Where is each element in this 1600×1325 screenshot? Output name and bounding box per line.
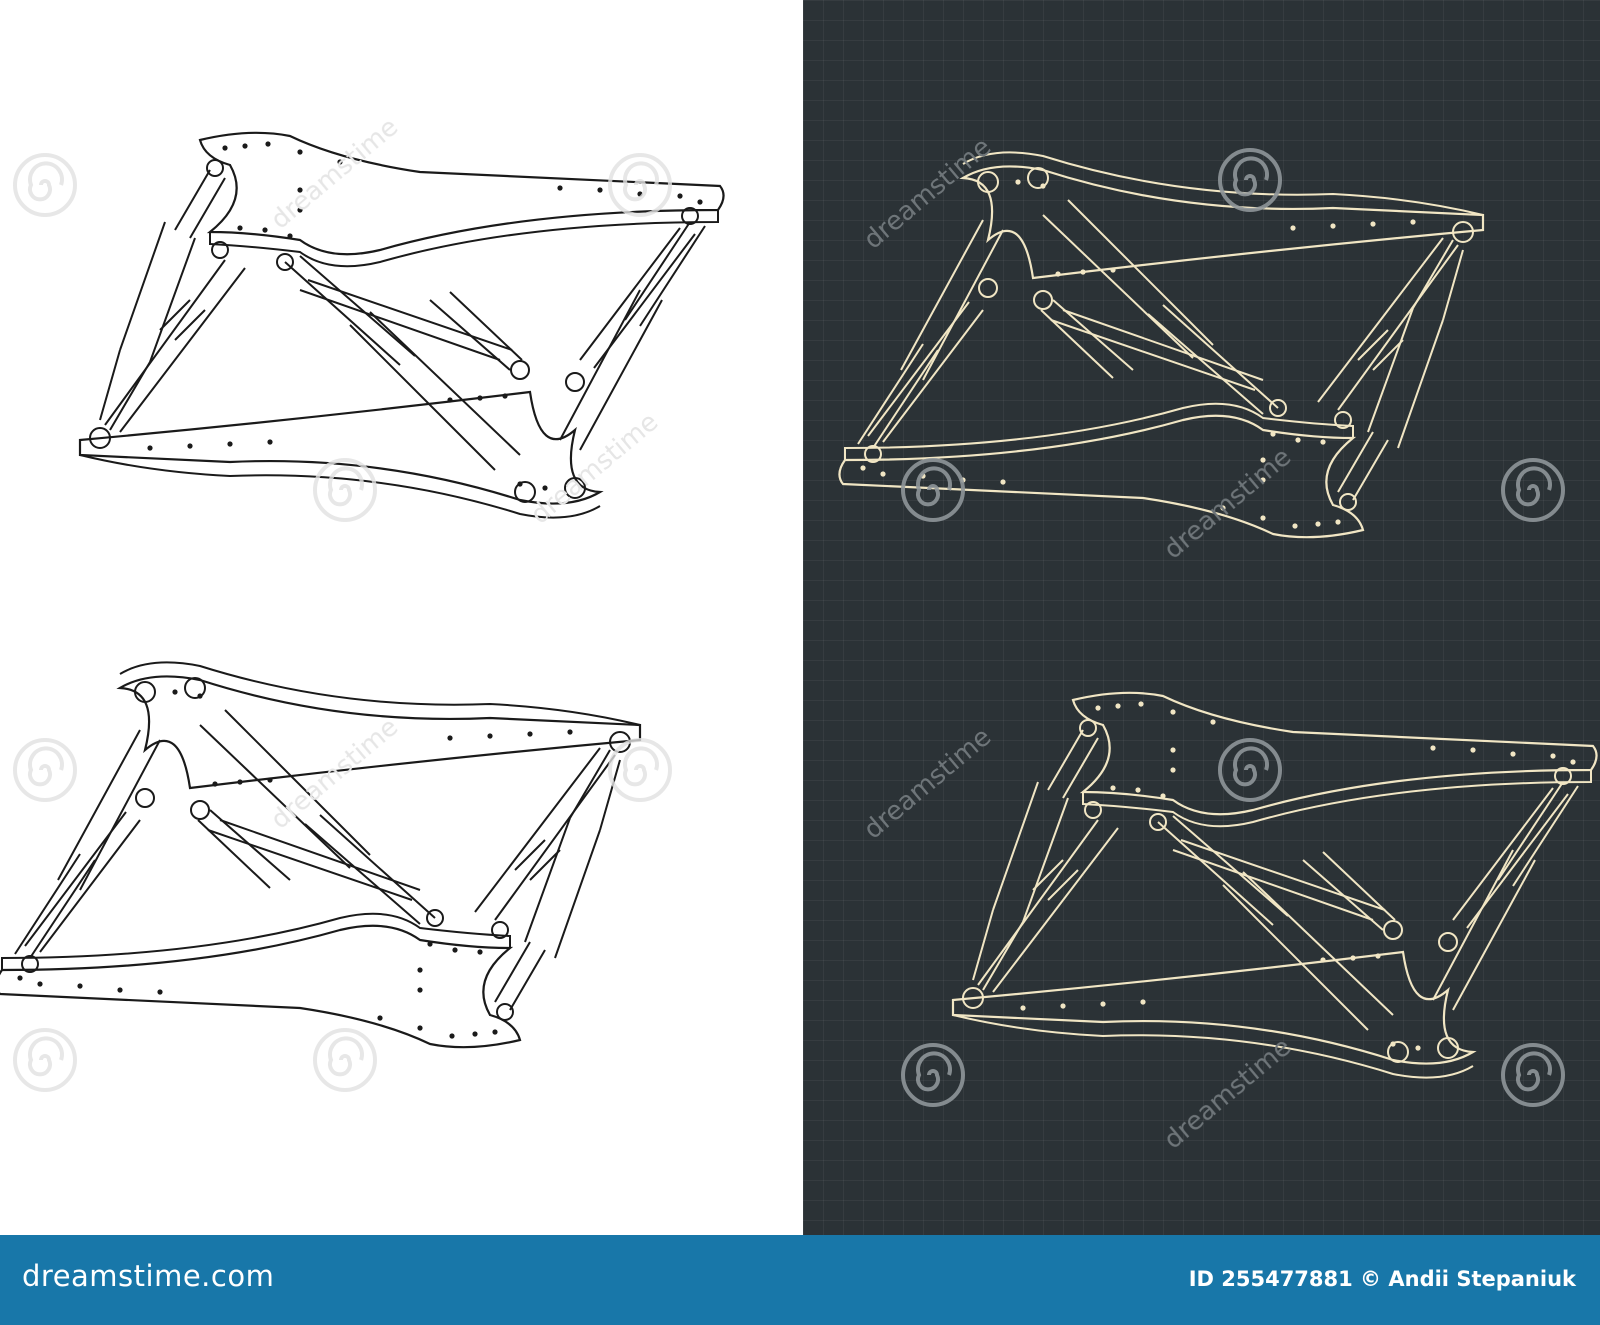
dark-blueprint-panel — [803, 0, 1600, 1235]
stewart-platform-drawing-light: dreamstime dreamstime dreamstime — [0, 112, 725, 1092]
dreamstime-logo[interactable]: dreamstime.com — [22, 1259, 275, 1293]
watermark-text: dreamstime — [858, 722, 997, 845]
watermark-text: dreamstime — [525, 407, 664, 530]
watermark-text: dreamstime — [858, 132, 997, 255]
image-credit: ID 255477881 © Andii Stepaniuk — [1188, 1267, 1576, 1291]
watermark-text: dreamstime — [1158, 1032, 1297, 1155]
white-panel — [0, 0, 803, 1235]
footer-bar: dreamstime.com ID 255477881 © Andii Step… — [0, 1235, 1600, 1325]
watermark-text: dreamstime — [265, 112, 404, 235]
watermark-text: dreamstime — [265, 712, 404, 835]
stewart-platform-drawing-dark: dreamstime dreamstime dreamstime dreamst… — [838, 132, 1598, 1155]
